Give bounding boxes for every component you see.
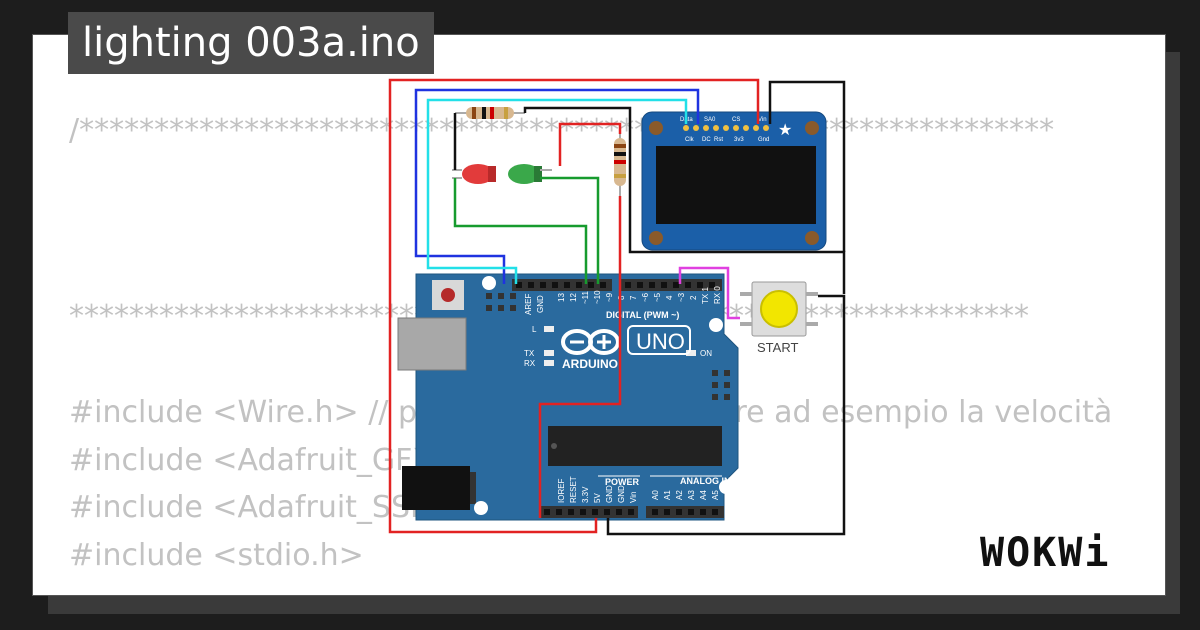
svg-text:7: 7 — [629, 295, 638, 300]
rx-label: RX — [524, 359, 536, 368]
svg-text:A1: A1 — [663, 490, 672, 500]
svg-text:3.3V: 3.3V — [581, 486, 590, 503]
analog-pin-labels: A0 A1 A2 A3 A4 A5 — [651, 490, 720, 500]
svg-text:RX 0: RX 0 — [713, 286, 722, 304]
svg-text:Gnd: Gnd — [758, 137, 769, 143]
wokwi-logo[interactable]: WOKWi — [978, 524, 1150, 580]
svg-text:IOREF: IOREF — [557, 478, 566, 503]
mounting-hole — [482, 276, 496, 290]
code-line: #include <Wire.h> // pr re ad esempio la… — [69, 395, 1113, 430]
svg-text:~9: ~9 — [605, 292, 614, 302]
atmega-chip — [548, 426, 722, 466]
digital-label: DIGITAL (PWM ~) — [606, 310, 679, 320]
svg-text:2: 2 — [689, 295, 698, 300]
gnd-label: GND — [536, 295, 545, 313]
tx-label: TX — [524, 349, 535, 358]
power-jack — [402, 466, 470, 510]
led-red[interactable] — [452, 164, 496, 184]
svg-text:A2: A2 — [675, 490, 684, 500]
resistor-horizontal[interactable] — [455, 107, 525, 119]
svg-text:~5: ~5 — [653, 292, 662, 302]
code-line: /***************************************… — [69, 113, 1055, 148]
l-led-label: L — [532, 325, 537, 334]
svg-text:RESET: RESET — [569, 476, 578, 503]
svg-text:GND: GND — [617, 485, 626, 503]
usb-port — [397, 317, 467, 371]
svg-text:3v3: 3v3 — [734, 137, 744, 143]
svg-text:Vin: Vin — [758, 117, 767, 123]
svg-text:~3: ~3 — [677, 292, 686, 302]
svg-text:13: 13 — [557, 293, 566, 302]
mounting-hole — [709, 318, 723, 332]
mounting-hole — [474, 501, 488, 515]
svg-text:Rst: Rst — [714, 137, 723, 143]
svg-text:~11: ~11 — [581, 290, 590, 304]
led-green[interactable] — [508, 164, 552, 184]
svg-text:A3: A3 — [687, 490, 696, 500]
mounting-hole — [719, 480, 733, 494]
power-pin-labels: IOREF RESET 3.3V 5V GND GND Vin — [557, 476, 638, 503]
svg-text:4: 4 — [665, 295, 674, 300]
code-line: #include <Adafruit_SSD — [69, 490, 434, 525]
arduino-logo — [561, 329, 620, 355]
code-line: #include <stdio.h> — [69, 538, 364, 573]
svg-text:GND: GND — [605, 485, 614, 503]
svg-text:A0: A0 — [651, 490, 660, 500]
wokwi-logo-text: WOKWi — [980, 530, 1110, 576]
aref-label: AREF — [524, 294, 533, 315]
svg-text:A4: A4 — [699, 490, 708, 500]
svg-text:SA0: SA0 — [704, 117, 716, 123]
analog-label: ANALOG IN — [680, 476, 731, 486]
svg-text:Vin: Vin — [629, 492, 638, 503]
project-title[interactable]: lighting 003a.ino — [68, 12, 434, 74]
svg-text:CS: CS — [732, 117, 740, 123]
on-led-label: ON — [700, 349, 712, 358]
svg-text:5V: 5V — [593, 493, 602, 503]
star-icon: ★ — [778, 120, 792, 139]
wires — [388, 78, 846, 536]
digital-pin-labels: 13 12 ~11 ~10 ~9 8 7 ~6 ~5 4 ~3 2 TX 1 R… — [557, 286, 722, 304]
svg-text:Clk: Clk — [685, 137, 695, 143]
svg-text:TX 1: TX 1 — [701, 287, 710, 304]
power-label: POWER — [605, 477, 640, 487]
code-line: #include <Adafruit_GFX — [69, 443, 433, 478]
code-background: /***************************************… — [69, 35, 1165, 595]
resistor-vertical[interactable] — [614, 130, 626, 196]
svg-text:8: 8 — [617, 295, 626, 300]
svg-text:A5: A5 — [711, 490, 720, 500]
svg-text:12: 12 — [569, 293, 578, 302]
svg-text:~10: ~10 — [593, 290, 602, 304]
svg-text:~6: ~6 — [641, 292, 650, 302]
start-pushbutton[interactable]: START — [740, 281, 818, 355]
arduino-brand-label: ARDUINO — [562, 357, 618, 371]
svg-text:DC: DC — [702, 137, 711, 143]
uno-model-label: UNO — [636, 329, 685, 354]
start-label: START — [757, 340, 798, 355]
arduino-uno-board[interactable]: AREF GND 13 12 ~11 ~10 ~9 8 7 ~6 ~5 4 ~3… — [397, 273, 739, 521]
oled-display[interactable]: ★ Data Clk SA0 DC Rst CS 3v3 Vin Gnd — [641, 111, 827, 251]
